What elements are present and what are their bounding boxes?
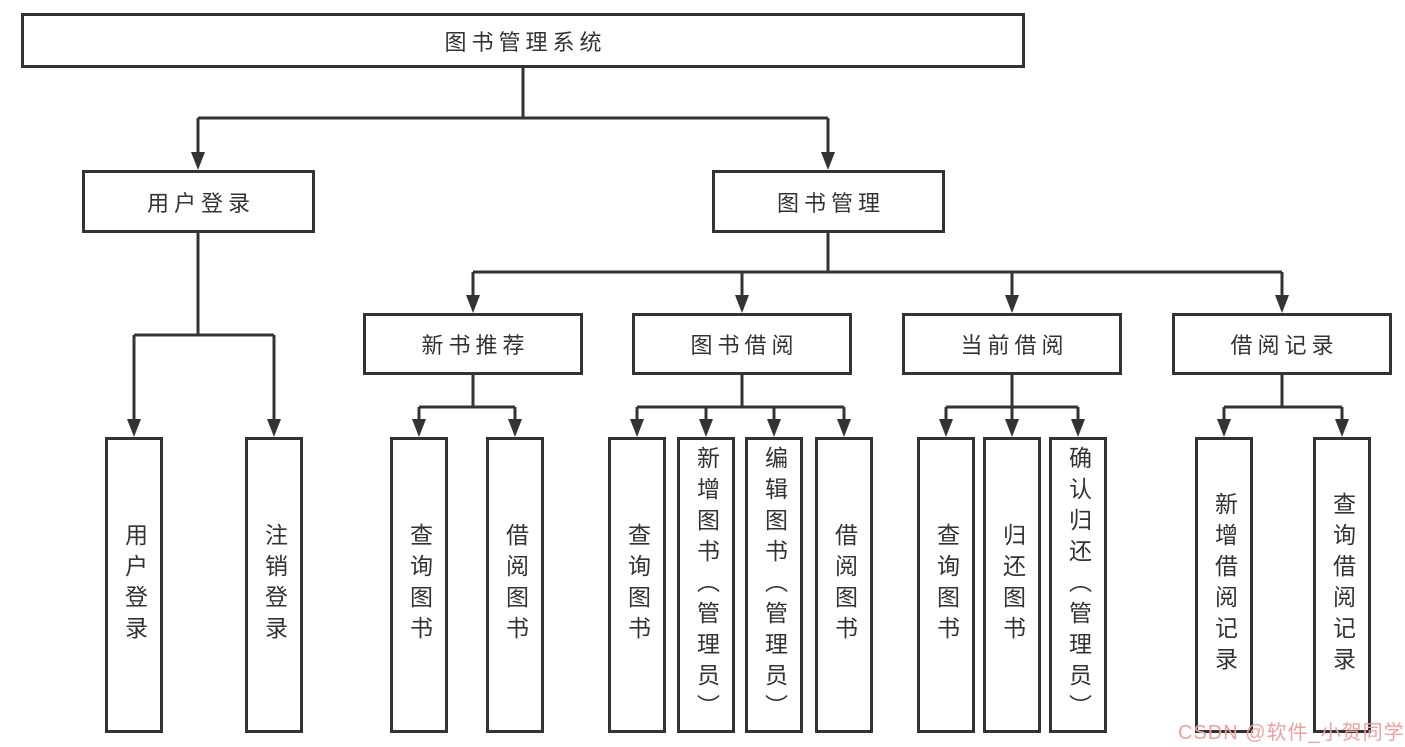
leaf-current-query-books: 查询图书 [917, 437, 975, 733]
node-library-system: 图书管理系统 [21, 13, 1025, 68]
node-new-book-recommendation: 新书推荐 [363, 313, 583, 375]
node-book-management: 图书管理 [712, 170, 945, 233]
node-current-borrowing-label: 当前借阅 [960, 333, 1069, 358]
leaf-logout: 注销登录 [245, 437, 303, 733]
leaf-current-query-books-label: 查询图书 [933, 523, 960, 647]
node-book-borrowing: 图书借阅 [632, 313, 852, 375]
leaf-add-borrow-record-label: 新增借阅记录 [1211, 492, 1238, 678]
leaf-recommend-query-books: 查询图书 [390, 437, 448, 733]
leaf-confirm-return-admin: 确认归还（管理员） [1049, 437, 1107, 733]
leaf-user-login-label: 用户登录 [121, 523, 148, 647]
node-user-login-label: 用户登录 [146, 190, 255, 216]
leaf-recommend-borrow-books-label: 借阅图书 [502, 523, 529, 647]
leaf-confirm-return-admin-label: 确认归还（管理员） [1065, 445, 1092, 725]
node-user-login: 用户登录 [82, 170, 315, 233]
node-borrowing-records-label: 借阅记录 [1230, 333, 1339, 358]
leaf-query-borrow-record-label: 查询借阅记录 [1329, 492, 1356, 678]
leaf-add-book-admin: 新增图书（管理员） [677, 437, 735, 733]
leaf-borrow-books: 借阅图书 [815, 437, 873, 733]
leaf-return-books: 归还图书 [983, 437, 1041, 733]
node-new-book-recommendation-label: 新书推荐 [421, 333, 530, 358]
leaf-query-borrow-record: 查询借阅记录 [1313, 437, 1371, 733]
leaf-logout-label: 注销登录 [261, 523, 288, 647]
leaf-borrow-books-label: 借阅图书 [831, 523, 858, 647]
csdn-watermark: CSDN @软件_小贺同学 [1178, 722, 1405, 744]
node-book-borrowing-label: 图书借阅 [690, 333, 799, 358]
node-current-borrowing: 当前借阅 [902, 313, 1122, 375]
leaf-add-book-admin-label: 新增图书（管理员） [693, 445, 720, 725]
leaf-return-books-label: 归还图书 [999, 523, 1026, 647]
leaf-user-login: 用户登录 [105, 437, 163, 733]
leaf-edit-book-admin: 编辑图书（管理员） [745, 437, 803, 733]
leaf-borrowing-query-books-label: 查询图书 [624, 523, 651, 647]
leaf-edit-book-admin-label: 编辑图书（管理员） [761, 445, 788, 725]
leaf-recommend-borrow-books: 借阅图书 [486, 437, 544, 733]
leaf-borrowing-query-books: 查询图书 [608, 437, 666, 733]
node-borrowing-records: 借阅记录 [1172, 313, 1392, 375]
node-book-management-label: 图书管理 [776, 190, 885, 216]
leaf-add-borrow-record: 新增借阅记录 [1195, 437, 1253, 733]
node-library-system-label: 图书管理系统 [444, 29, 607, 55]
leaf-recommend-query-books-label: 查询图书 [406, 523, 433, 647]
